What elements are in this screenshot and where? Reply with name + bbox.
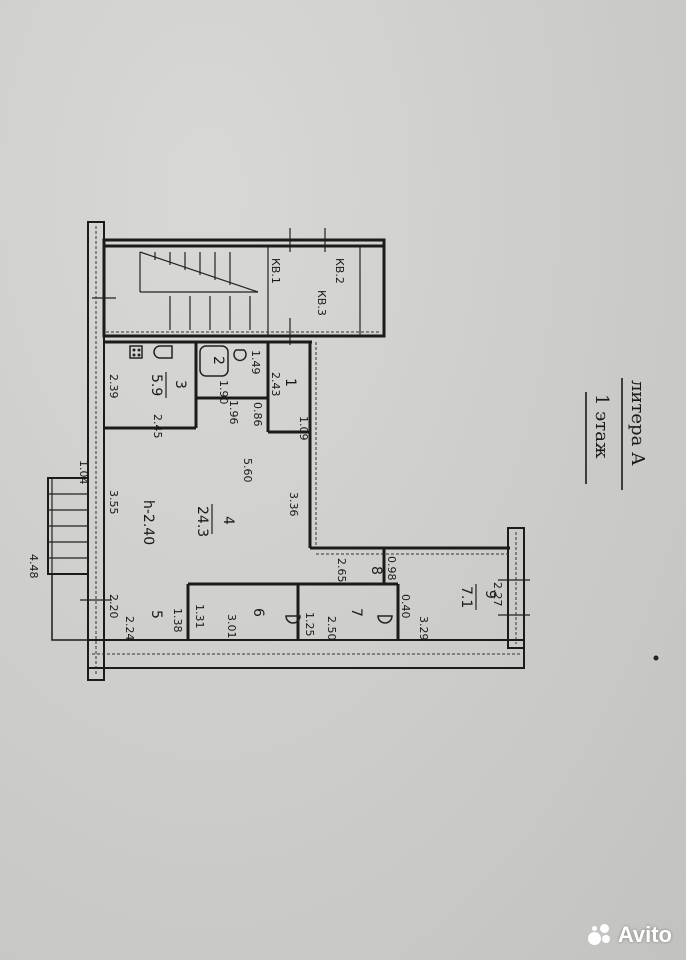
room-1-number: 1 bbox=[282, 378, 298, 387]
dim-1-90: 1.90 bbox=[217, 380, 230, 405]
toilet-icon bbox=[233, 349, 247, 362]
ink-dot bbox=[653, 655, 659, 661]
room-9-number: 9 bbox=[482, 590, 498, 599]
room-2-number: 2 bbox=[210, 356, 226, 365]
dim-1-31: 1.31 bbox=[193, 604, 206, 629]
room-8-number: 8 bbox=[368, 566, 384, 575]
dim-0-86: 0.86 bbox=[251, 402, 264, 427]
dim-2-24: 2.24 bbox=[123, 616, 136, 641]
room-9-area: 7.1 bbox=[458, 586, 474, 608]
avito-watermark: Avito bbox=[587, 922, 672, 948]
avito-logo-text: Avito bbox=[617, 922, 672, 947]
dim-2-50: 2.50 bbox=[325, 616, 338, 641]
stair-steps bbox=[139, 251, 259, 330]
dim-0-40: 0.40 bbox=[399, 594, 412, 619]
room-7-number: 7 bbox=[348, 608, 364, 617]
room-3-number: 3 bbox=[172, 380, 188, 389]
room-labels: 1 2 3 5.9 4 24.3 h-2.40 5 6 7 8 9 7.1 bbox=[140, 356, 498, 619]
room-4-area: 24.3 bbox=[194, 506, 210, 537]
stove-icon bbox=[129, 345, 143, 359]
label-kv1: КВ.1 bbox=[269, 258, 282, 284]
title-floor: 1 этаж bbox=[591, 394, 612, 459]
stairwell: КВ.1 КВ.2 КВ.3 bbox=[92, 228, 386, 345]
right-wall-room9 bbox=[507, 527, 525, 649]
room-3-area: 5.9 bbox=[148, 374, 164, 396]
dim-3-55: 3.55 bbox=[107, 490, 120, 515]
dim-1-49: 1.49 bbox=[249, 350, 262, 375]
dimension-labels: 1.49 2.43 1.90 1.96 0.86 1.09 2.39 2.45 … bbox=[27, 350, 504, 641]
room-5-number: 5 bbox=[148, 610, 164, 619]
dim-4-48: 4.48 bbox=[27, 554, 40, 579]
dim-3-01: 3.01 bbox=[225, 614, 238, 639]
label-kv2: КВ.2 bbox=[333, 258, 346, 284]
dim-3-36: 3.36 bbox=[287, 492, 300, 517]
left-wall bbox=[87, 221, 105, 681]
room-4-number: 4 bbox=[220, 516, 236, 525]
fixtures bbox=[129, 345, 393, 624]
dim-5-60: 5.60 bbox=[241, 458, 254, 483]
dim-2-65: 2.65 bbox=[335, 558, 348, 583]
dim-2-43: 2.43 bbox=[269, 372, 282, 397]
entry-porch bbox=[47, 477, 89, 641]
plan-title: литера А 1 этаж bbox=[585, 378, 648, 490]
dim-2-39: 2.39 bbox=[107, 374, 120, 399]
label-kv3: КВ.3 bbox=[315, 290, 328, 316]
avito-logo-icon bbox=[587, 924, 614, 946]
dim-0-98: 0.98 bbox=[385, 556, 398, 581]
room-4-height: h-2.40 bbox=[140, 500, 156, 545]
dim-1-04: 1.04 bbox=[77, 460, 90, 485]
dim-2-45: 2.45 bbox=[151, 414, 164, 439]
toilet-icon-6 bbox=[285, 615, 301, 624]
outer-walls bbox=[80, 221, 530, 681]
porch-landing bbox=[51, 573, 89, 641]
interior-walls bbox=[104, 342, 400, 640]
dim-1-25: 1.25 bbox=[303, 612, 316, 637]
title-litera: литера А bbox=[627, 380, 648, 466]
toilet-icon-7 bbox=[377, 615, 393, 624]
room-6-number: 6 bbox=[250, 608, 266, 617]
bottom-wall bbox=[87, 639, 525, 669]
dim-1-96: 1.96 bbox=[227, 400, 240, 425]
dim-1-38: 1.38 bbox=[171, 608, 184, 633]
sink-icon bbox=[153, 345, 173, 359]
dim-2-27: 2.27 bbox=[491, 582, 504, 607]
dim-3-29: 3.29 bbox=[417, 616, 430, 641]
dim-2-20: 2.20 bbox=[107, 594, 120, 619]
dim-1-09: 1.09 bbox=[297, 416, 310, 441]
bathtub-icon bbox=[199, 345, 229, 377]
